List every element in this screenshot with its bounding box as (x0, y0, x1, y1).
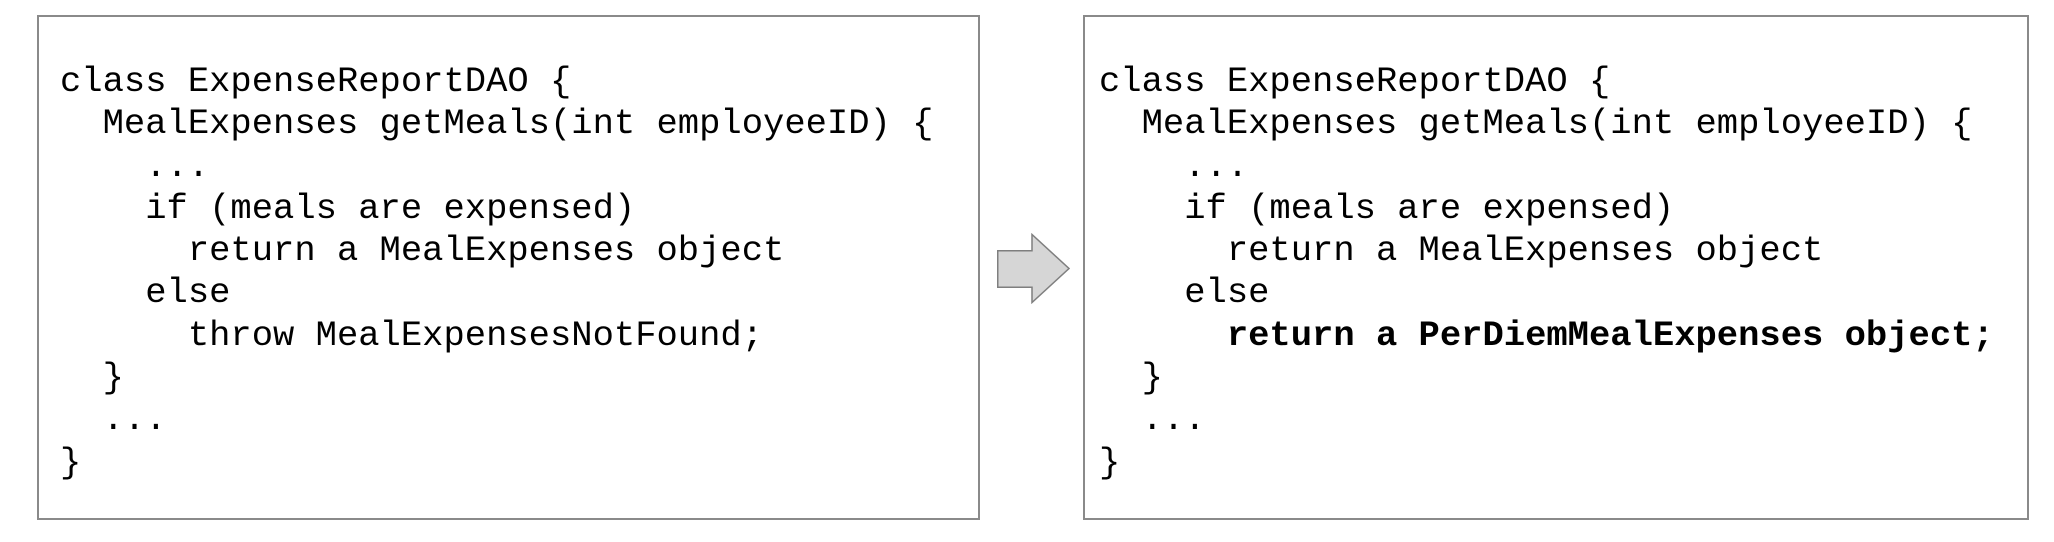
code-line-changed: return a PerDiemMealExpenses object; (1099, 314, 1994, 356)
code-line: class ExpenseReportDAO { (1099, 61, 1611, 102)
code-line: ... (1099, 399, 1206, 441)
code-block-before: class ExpenseReportDAO { MealExpenses ge… (39, 17, 978, 484)
code-line: else (60, 272, 231, 314)
code-line: ... (60, 145, 210, 187)
code-line: } (60, 441, 82, 483)
code-panel-before: class ExpenseReportDAO { MealExpenses ge… (37, 15, 980, 520)
code-line: MealExpenses getMeals(int employeeID) { (60, 103, 934, 145)
code-line: return a MealExpenses object (1099, 230, 1824, 272)
code-line: class ExpenseReportDAO { (60, 61, 572, 102)
code-block-after: class ExpenseReportDAO { MealExpenses ge… (1085, 17, 2027, 484)
code-line: } (1099, 357, 1163, 399)
code-line: } (60, 357, 124, 399)
code-line: else (1099, 272, 1270, 314)
code-line: if (meals are expensed) (1099, 187, 1675, 229)
code-line: if (meals are expensed) (60, 187, 636, 229)
transform-arrow-icon (997, 233, 1070, 304)
code-line: ... (60, 399, 167, 441)
code-line: } (1099, 441, 1121, 483)
code-line: MealExpenses getMeals(int employeeID) { (1099, 103, 1973, 145)
code-line: ... (1099, 145, 1249, 187)
code-line: throw MealExpensesNotFound; (60, 314, 764, 356)
code-panel-after: class ExpenseReportDAO { MealExpenses ge… (1083, 15, 2029, 520)
code-line: return a MealExpenses object (60, 230, 785, 272)
right-block-arrow-shape (997, 233, 1070, 304)
